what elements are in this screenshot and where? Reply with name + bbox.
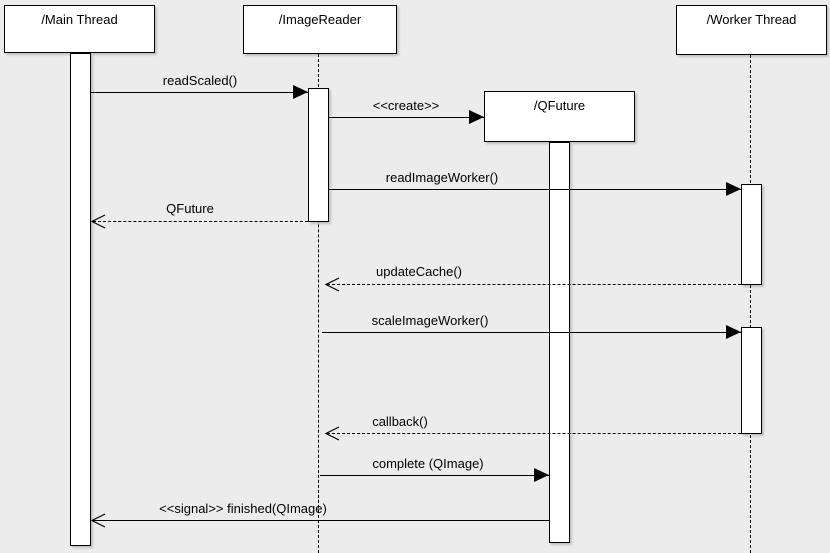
actor-box-main-thread: /Main Thread (4, 5, 155, 53)
message-label-callback: callback() (372, 414, 428, 429)
lifeline-image-reader (318, 54, 319, 553)
message-label-signal-finished: <<signal>> finished(QImage) (159, 501, 327, 516)
message-line-callback (327, 433, 741, 434)
filled-arrowhead-icon (726, 325, 741, 339)
message-line-signal-finished (93, 520, 549, 521)
activation-image-reader (308, 88, 329, 222)
actor-box-worker-thread: /Worker Thread (676, 5, 827, 55)
message-label-create: <<create>> (372, 98, 440, 113)
message-line-read-image-worker (329, 189, 741, 190)
message-line-qfuture-return (93, 221, 308, 222)
activation-main-thread (70, 53, 91, 546)
message-label-complete: complete (QImage) (372, 456, 484, 471)
open-arrowhead-icon (324, 277, 340, 292)
actor-label-qfuture: /QFuture (533, 98, 586, 113)
actor-label-worker-thread: /Worker Thread (706, 12, 797, 27)
message-label-update-cache: updateCache() (376, 264, 462, 279)
filled-arrowhead-icon (469, 110, 484, 124)
filled-arrowhead-icon (726, 182, 741, 196)
message-label-read-scaled: readScaled() (162, 73, 238, 88)
lifeline-worker-thread (750, 55, 751, 553)
message-line-complete (320, 475, 549, 476)
activation-worker-2 (741, 327, 762, 434)
actor-label-image-reader: /ImageReader (278, 12, 362, 27)
activation-qfuture (549, 142, 570, 543)
activation-worker-1 (741, 184, 762, 285)
actor-label-main-thread: /Main Thread (41, 12, 118, 27)
message-label-read-image-worker: readImageWorker() (385, 170, 499, 185)
filled-arrowhead-icon (293, 85, 308, 99)
actor-box-image-reader: /ImageReader (243, 5, 397, 54)
message-label-qfuture-return: QFuture (166, 201, 214, 216)
message-line-create (329, 117, 484, 118)
open-arrowhead-icon (90, 214, 106, 229)
message-line-update-cache (327, 284, 741, 285)
actor-box-qfuture: /QFuture (484, 91, 635, 142)
open-arrowhead-icon (90, 513, 106, 528)
message-label-scale-image-worker: scaleImageWorker() (371, 313, 489, 328)
message-line-scale-image-worker (322, 332, 741, 333)
filled-arrowhead-icon (534, 468, 549, 482)
open-arrowhead-icon (324, 426, 340, 441)
message-line-read-scaled (91, 92, 308, 93)
